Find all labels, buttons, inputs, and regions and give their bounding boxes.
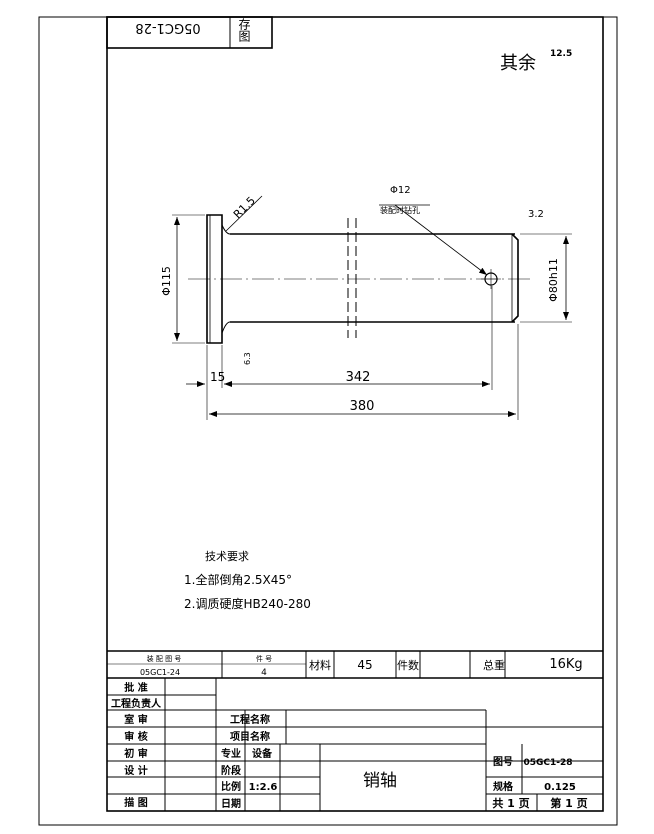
ref-label: 装 配 图 号	[147, 654, 182, 663]
qty-label: 件数	[397, 659, 419, 672]
hole-note-label: 装配时钻孔	[380, 205, 420, 215]
part-label: 件 号	[256, 654, 272, 663]
specialty-value: 设备	[252, 747, 273, 760]
radius-label: R1.5	[231, 194, 258, 221]
stage-label: 阶段	[221, 764, 241, 777]
role-approve: 批 准	[124, 681, 147, 694]
item-label: 项目名称	[230, 730, 270, 743]
pin-shaft-view	[206, 214, 519, 344]
hole-dia-label: Φ12	[390, 185, 411, 196]
roughness-bottom-label: 6.3	[243, 352, 252, 365]
material-label: 材料	[309, 658, 331, 672]
page-number: 第 1 页	[550, 796, 587, 810]
drawing-no-value: 05GC1-28	[523, 758, 572, 768]
scale-value: 1:2.6	[249, 782, 278, 793]
part-name: 销轴	[363, 771, 397, 791]
tech-item-2: 2.调质硬度HB240-280	[184, 596, 311, 611]
dia-left-label: Φ115	[160, 266, 173, 296]
role-draw: 描 图	[124, 796, 147, 809]
ref-value: 05GC1-24	[140, 668, 180, 677]
project-label: 工程名称	[230, 713, 270, 726]
role-dept-review: 室 审	[124, 713, 147, 726]
material-value: 45	[357, 658, 372, 672]
roughness-label: 其余	[500, 53, 536, 74]
sheet-count: 共 1 页	[492, 796, 529, 810]
date-label: 日期	[221, 797, 241, 810]
stamp-box: 05GC1-28 存图	[106, 16, 273, 49]
scale-label: 比例	[221, 780, 241, 793]
specialty-label: 专业	[221, 747, 241, 760]
title-block	[107, 650, 603, 811]
stamp-label: 存图	[237, 18, 251, 42]
dim-342-label: 342	[346, 370, 371, 385]
tech-title: 技术要求	[205, 550, 249, 563]
role-review: 审 核	[124, 730, 147, 743]
role-initial-review: 初 审	[124, 747, 147, 760]
inner-border	[106, 16, 604, 812]
spec-value: 0.125	[544, 782, 576, 793]
role-design: 设 计	[124, 764, 147, 777]
roughness-value: 12.5	[550, 49, 572, 59]
spec-label: 规格	[493, 780, 514, 793]
weight-label: 总重	[483, 658, 505, 672]
tech-item-1: 1.全部倒角2.5X45°	[184, 572, 292, 587]
weight-value: 16Kg	[549, 657, 582, 672]
dia-right-label: Φ80h11	[547, 258, 560, 302]
stamp-number: 05GC1-28	[135, 20, 200, 35]
role-lead: 工程负责人	[111, 697, 162, 710]
dim-380-label: 380	[350, 399, 375, 414]
hole-leader	[394, 204, 488, 276]
drawing-no-label: 图号	[493, 756, 513, 768]
roughness-right-label: 3.2	[528, 209, 544, 220]
part-value: 4	[261, 668, 267, 678]
dim-15-label: 15	[210, 370, 225, 384]
